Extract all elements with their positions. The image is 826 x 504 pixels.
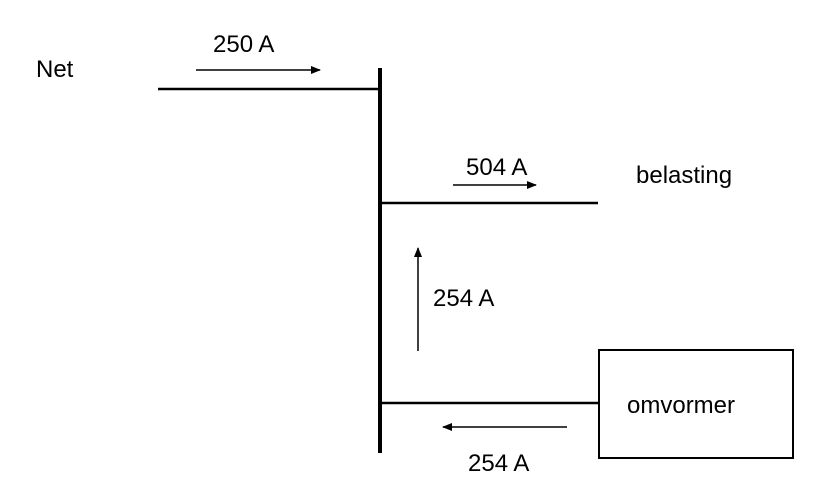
net-label: Net (36, 56, 74, 83)
inverter-up-current-label: 254 A (433, 285, 494, 312)
inverter-label: omvormer (627, 392, 735, 419)
load-current-label: 504 A (466, 154, 527, 181)
inverter-box (598, 349, 794, 459)
net-current-label: 250 A (213, 31, 274, 58)
load-label: belasting (636, 162, 732, 189)
inverter-out-current-label: 254 A (468, 450, 529, 477)
